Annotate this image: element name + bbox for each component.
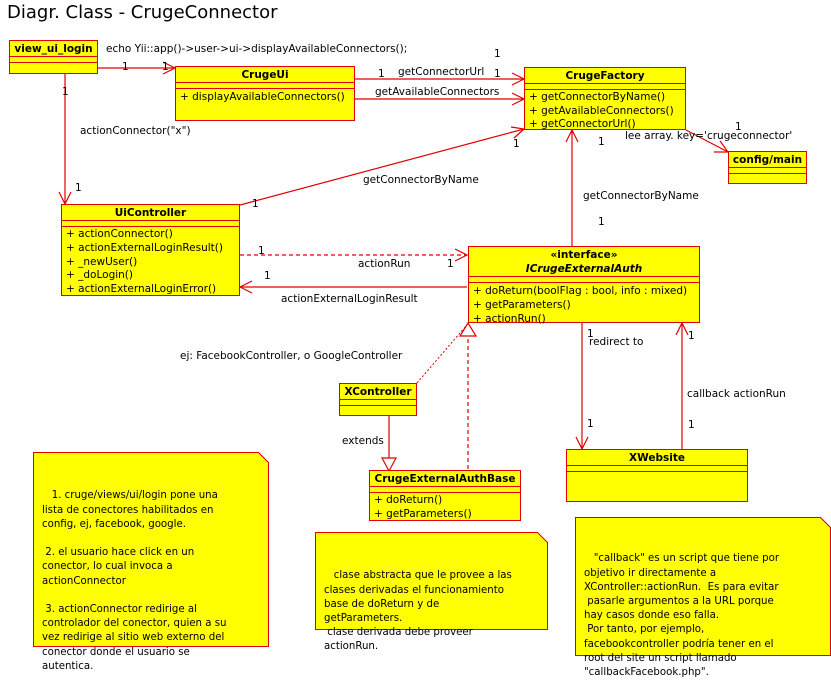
- multiplicity: 1: [735, 121, 742, 133]
- class-name: XController: [340, 384, 416, 400]
- label-ej: ej: FacebookController, o GoogleControll…: [180, 350, 403, 362]
- class-header: «interface» ICrugeExternalAuth: [469, 247, 699, 277]
- operations-compartment: + doReturn(boolFlag : bool, info : mixed…: [469, 283, 699, 327]
- operation: + getConnectorByName(): [529, 91, 666, 103]
- operation: + actionExternalLoginError(): [66, 283, 217, 296]
- label-get-connector-by-name: getConnectorByName: [583, 190, 699, 202]
- diagram-title: Diagr. Class - CrugeConnector: [7, 2, 278, 23]
- operations-compartment: + actionConnector() + actionExternalLogi…: [62, 227, 239, 298]
- label-get-available-connectors: getAvailableConnectors: [375, 86, 500, 98]
- arrowhead: [565, 128, 579, 143]
- attributes-compartment: [525, 84, 685, 90]
- arrowhead: [238, 280, 253, 294]
- multiplicity: 1: [162, 61, 169, 73]
- multiplicity: 1: [122, 61, 129, 73]
- operations-compartment: + doReturn() + getParameters(): [370, 493, 520, 522]
- arrowhead: [454, 248, 469, 262]
- class-crugeexternalauthbase[interactable]: CrugeExternalAuthBase + doReturn() + get…: [369, 470, 521, 521]
- attributes-compartment: [176, 83, 354, 89]
- multiplicity: 1: [513, 138, 520, 150]
- label-redirect-to: redirect to: [589, 336, 644, 348]
- realization-xcontroller: [416, 325, 467, 384]
- class-name: CrugeUi: [176, 67, 354, 83]
- note-abstract: clase abstracta que le provee a las clas…: [315, 532, 548, 652]
- operations-compartment: + getConnectorByName() + getAvailableCon…: [525, 90, 685, 133]
- operation: + doReturn(): [374, 494, 443, 506]
- class-view-ui-login[interactable]: view_ui_login: [9, 40, 98, 74]
- realization-triangle: [458, 321, 478, 337]
- operation: + getParameters(): [473, 299, 571, 311]
- note-fold-corner: [537, 532, 548, 543]
- note-text: "callback" es un script que tiene por ob…: [584, 553, 780, 679]
- class-name: ICrugeExternalAuth: [525, 263, 643, 275]
- class-name: view_ui_login: [10, 41, 97, 57]
- multiplicity: 1: [598, 216, 605, 228]
- operation: + getParameters(): [374, 507, 472, 520]
- multiplicity: 1: [494, 68, 501, 80]
- operation: + _newUser(): [66, 255, 138, 268]
- operation: + actionRun(): [473, 313, 546, 325]
- operation: + getConnectorUrl(): [529, 118, 636, 130]
- arrowhead: [675, 321, 689, 336]
- assoc-uicontroller-to-factory: [239, 128, 525, 206]
- class-name: config/main: [729, 152, 806, 168]
- multiplicity: 1: [258, 245, 265, 257]
- multiplicity: 1: [587, 328, 594, 340]
- note-fold-corner: [258, 452, 269, 463]
- label-get-connector-url: getConnectorUrl: [398, 66, 485, 78]
- multiplicity: 1: [598, 136, 605, 148]
- multiplicity: 1: [252, 198, 259, 210]
- class-icrugeexternalauth[interactable]: «interface» ICrugeExternalAuth + doRetur…: [468, 246, 700, 325]
- attributes-compartment: [62, 221, 239, 227]
- attributes-compartment: [729, 168, 806, 174]
- multiplicity: 1: [494, 48, 501, 60]
- operation: + getAvailableConnectors(): [529, 104, 674, 117]
- attributes-compartment: [567, 466, 747, 472]
- note-text: clase abstracta que le provee a las clas…: [324, 570, 512, 653]
- multiplicity: 1: [62, 86, 69, 98]
- multiplicity: 1: [688, 330, 695, 342]
- operations-compartment: + displayAvailableConnectors(): [176, 89, 354, 106]
- attributes-compartment: [370, 487, 520, 493]
- multiplicity: 1: [688, 419, 695, 431]
- label-extends: extends: [342, 435, 384, 447]
- multiplicity: 1: [447, 258, 454, 270]
- stereotype: «interface»: [550, 249, 618, 261]
- label-action-run: actionRun: [358, 258, 411, 270]
- label-action-external-login-result: actionExternalLoginResult: [281, 293, 418, 305]
- class-crugefactory[interactable]: CrugeFactory + getConnectorByName() + ge…: [524, 67, 686, 130]
- class-name: UiController: [62, 205, 239, 221]
- class-xwebsite[interactable]: XWebsite: [566, 449, 748, 502]
- operation: + doReturn(boolFlag : bool, info : mixed…: [473, 285, 688, 297]
- class-uicontroller[interactable]: UiController + actionConnector() + actio…: [61, 204, 240, 296]
- class-crugeui[interactable]: CrugeUi + displayAvailableConnectors(): [175, 66, 355, 121]
- attributes-compartment: [10, 57, 97, 63]
- class-name: XWebsite: [567, 450, 747, 466]
- multiplicity: 1: [75, 182, 82, 194]
- operation: + actionExternalLoginResult(): [66, 241, 223, 254]
- note-steps: 1. cruge/views/ui/login pone una lista d…: [33, 452, 269, 672]
- label-echo: echo Yii::app()->user->ui->displayAvaila…: [106, 43, 408, 55]
- operation: + actionConnector(): [66, 228, 173, 240]
- note-text: 1. cruge/views/ui/login pone una lista d…: [42, 490, 227, 672]
- note-fold-corner: [820, 517, 831, 528]
- operation: + displayAvailableConnectors(): [180, 91, 345, 103]
- note-callback: "callback" es un script que tiene por ob…: [575, 517, 831, 678]
- generalization-triangle: [380, 457, 398, 473]
- label-get-connector-by-name: getConnectorByName: [363, 174, 479, 186]
- class-name: CrugeFactory: [525, 68, 685, 84]
- multiplicity: 1: [587, 418, 594, 430]
- label-lee-array: lee array. key='crugeconnector': [625, 130, 793, 142]
- class-config-main[interactable]: config/main: [728, 151, 807, 184]
- multiplicity: 1: [264, 270, 271, 282]
- operation: + _doLogin(): [66, 269, 133, 282]
- class-name: CrugeExternalAuthBase: [370, 471, 520, 487]
- assoc-factory-to-config: [685, 129, 729, 153]
- label-action-connector: actionConnector("x"): [80, 125, 191, 137]
- multiplicity: 1: [378, 68, 385, 80]
- attributes-compartment: [469, 277, 699, 283]
- class-xcontroller[interactable]: XController: [339, 383, 417, 416]
- label-callback-action-run: callback actionRun: [687, 388, 786, 400]
- attributes-compartment: [340, 400, 416, 406]
